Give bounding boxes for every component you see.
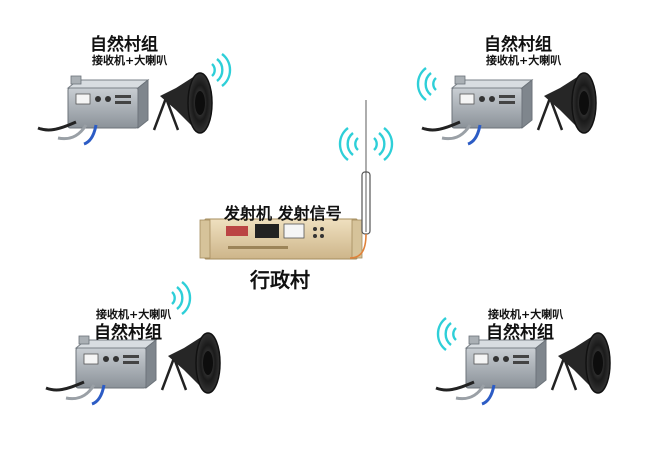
transmitter-unit [199, 218, 363, 260]
receiver-bottom-right-equipment-label: 接收机+大喇叭 [488, 308, 564, 321]
signal-wave-top-left [210, 52, 232, 88]
receiver-bottom-left [44, 331, 222, 406]
receiver-top-right-group-label: 自然村组 [484, 35, 552, 55]
receiver-bottom-left-equipment-label: 接收机+大喇叭 [96, 308, 172, 321]
signal-wave-bottom-right [436, 316, 458, 352]
transmitter-caption: 发射机 发射信号 [224, 204, 342, 223]
receiver-top-left-equipment-label: 接收机+大喇叭 [92, 54, 168, 67]
receiver-bottom-left-group-label: 自然村组 [94, 323, 162, 343]
antenna [349, 100, 371, 259]
receiver-bottom-right-group-label: 自然村组 [486, 323, 554, 343]
signal-wave-top-right [416, 66, 438, 102]
receiver-bottom-right [434, 331, 612, 406]
signal-wave-bottom-left [170, 280, 192, 316]
receiver-top-right-equipment-label: 接收机+大喇叭 [486, 54, 562, 67]
receiver-top-left [36, 71, 214, 146]
receiver-top-right [420, 71, 598, 146]
transmitter-village-label: 行政村 [250, 268, 310, 292]
receiver-top-left-group-label: 自然村组 [90, 35, 158, 55]
